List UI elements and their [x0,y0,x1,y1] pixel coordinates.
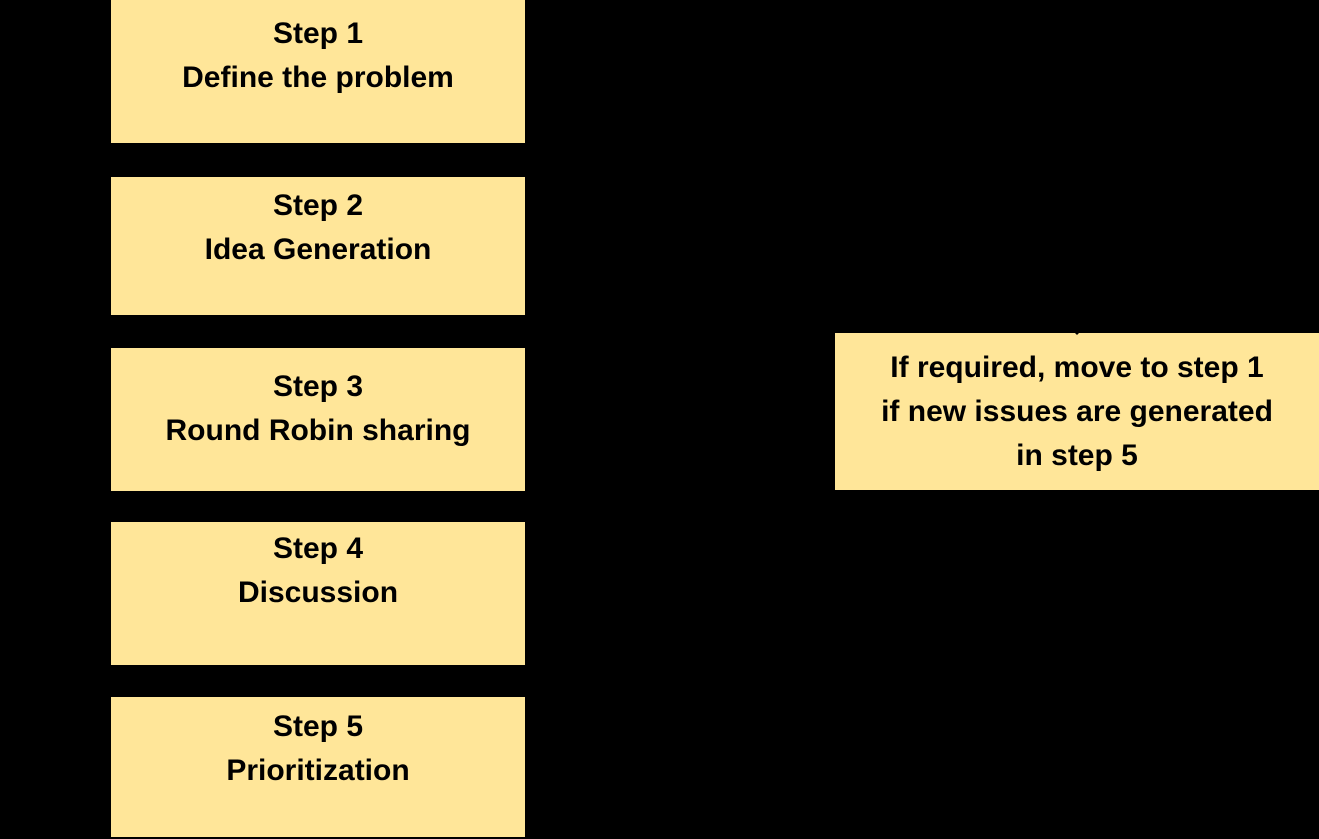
step-box-1: Step 1 Define the problem [111,0,525,143]
step-1-subtitle: Define the problem [182,61,454,94]
loop-note-line-2: if new issues are generated [881,394,1273,428]
step-5-subtitle: Prioritization [226,754,410,787]
step-box-4: Step 4 Discussion [111,522,525,665]
loop-note-line-1: If required, move to step 1 [890,350,1264,384]
step-box-2: Step 2 Idea Generation [111,177,525,315]
loop-note-line-3: in step 5 [1016,438,1138,472]
step-3-title: Step 3 [272,370,364,403]
loop-note-box: If required, move to step 1 if new issue… [835,333,1319,490]
step-box-3: Step 3 Round Robin sharing [111,348,525,491]
step-1-title: Step 1 [272,17,364,50]
step-4-title: Step 4 [272,532,364,565]
step-3-subtitle: Round Robin sharing [165,414,471,447]
step-2-title: Step 2 [272,189,364,222]
step-4-subtitle: Discussion [237,576,399,609]
step-box-5: Step 5 Prioritization [111,697,525,837]
connector-arrowhead-tip-icon [1072,330,1082,335]
step-5-title: Step 5 [272,710,364,743]
step-2-subtitle: Idea Generation [204,233,432,266]
